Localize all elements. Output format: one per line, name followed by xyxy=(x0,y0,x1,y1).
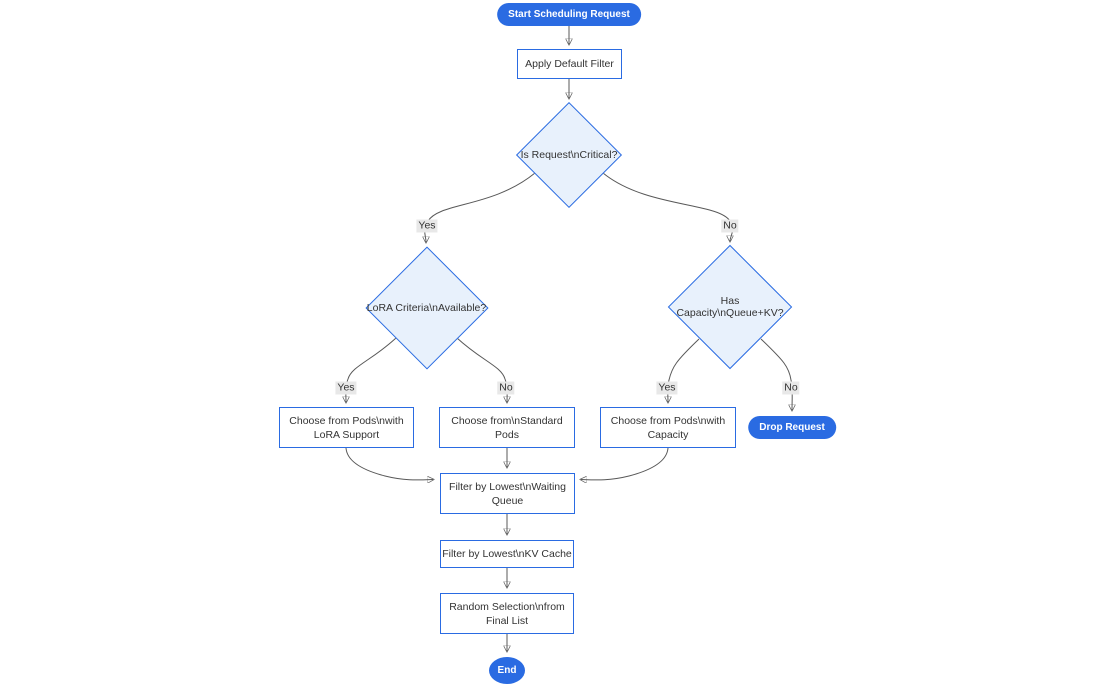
edge-label-lora-no: No xyxy=(497,381,515,395)
node-filter-waiting-queue-line1: Filter by Lowest\nWaiting xyxy=(449,480,566,493)
node-choose-capacity-pods-line2: Capacity xyxy=(647,428,689,441)
node-is-request-critical: Is Request\nCritical? xyxy=(515,101,623,209)
edge-choose-lora-to-filter-waiting xyxy=(345,447,433,480)
edge-label-lora-yes: Yes xyxy=(335,381,357,395)
node-drop-request-label: Drop Request xyxy=(759,422,825,433)
edge-label-capacity-yes: Yes xyxy=(656,381,678,395)
edge-label-capacity-no: No xyxy=(782,381,800,395)
node-drop-request: Drop Request xyxy=(748,416,836,439)
edge-critical-no-to-capacity xyxy=(602,172,733,241)
edge-capacity-no-to-drop xyxy=(760,338,792,410)
edge-critical-yes-to-lora xyxy=(425,172,536,242)
node-choose-lora-pods-line1: Choose from Pods\nwith xyxy=(289,414,404,427)
node-choose-capacity-pods-line1: Choose from Pods\nwith xyxy=(610,414,726,427)
edge-capacity-yes-to-choose-capacity xyxy=(668,338,700,402)
edge-label-critical-yes: Yes xyxy=(416,219,438,233)
node-choose-lora-pods-line2: LoRA Support xyxy=(313,428,380,441)
node-random-selection-line1: Random Selection\nfrom xyxy=(449,600,565,613)
node-choose-capacity-pods: Choose from Pods\nwith Capacity xyxy=(600,407,736,448)
node-end: End xyxy=(489,657,525,684)
edge-lora-no-to-choose-standard xyxy=(456,337,507,402)
node-filter-kv-cache: Filter by Lowest\nKV Cache xyxy=(440,540,574,568)
edge-choose-capacity-to-filter-waiting xyxy=(581,447,669,480)
node-apply-default-filter: Apply Default Filter xyxy=(517,49,622,79)
node-choose-standard-pods: Choose from\nStandard Pods xyxy=(439,407,575,448)
edge-label-critical-no: No xyxy=(721,219,739,233)
node-choose-standard-pods-line1: Choose from\nStandard xyxy=(451,414,563,427)
node-has-capacity-label: Has Capacity\nQueue+KV? xyxy=(676,295,784,319)
node-random-selection: Random Selection\nfrom Final List xyxy=(440,593,574,634)
node-filter-kv-cache-label: Filter by Lowest\nKV Cache xyxy=(442,548,572,560)
node-start-label: Start Scheduling Request xyxy=(508,9,630,20)
node-apply-default-filter-label: Apply Default Filter xyxy=(525,58,614,70)
node-has-capacity: Has Capacity\nQueue+KV? xyxy=(667,244,793,370)
node-filter-waiting-queue-line2: Queue xyxy=(491,494,524,507)
node-filter-waiting-queue: Filter by Lowest\nWaiting Queue xyxy=(440,473,575,514)
node-lora-criteria-available: LoRA Criteria\nAvailable? xyxy=(364,245,489,370)
node-choose-lora-pods: Choose from Pods\nwith LoRA Support xyxy=(279,407,414,448)
node-is-request-critical-label: Is Request\nCritical? xyxy=(520,149,618,161)
node-start: Start Scheduling Request xyxy=(497,3,641,26)
node-lora-criteria-available-label: LoRA Criteria\nAvailable? xyxy=(366,301,487,314)
node-random-selection-line2: Final List xyxy=(485,614,528,627)
node-choose-standard-pods-line2: Pods xyxy=(495,428,519,441)
node-end-label: End xyxy=(497,665,517,676)
edge-lora-yes-to-choose-lora xyxy=(346,337,397,402)
